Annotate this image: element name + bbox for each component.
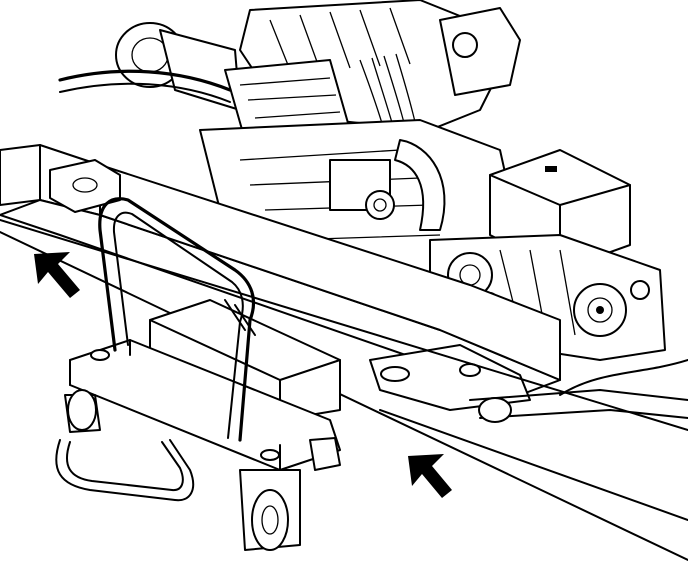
ignition-module bbox=[439, 7, 521, 96]
arrow-icon bbox=[408, 454, 452, 498]
engine-cradle-frame bbox=[0, 144, 688, 561]
dolly-handle[interactable] bbox=[98, 197, 256, 442]
support-pin bbox=[224, 299, 256, 336]
manifold-runners bbox=[269, 7, 411, 71]
arrow-icon bbox=[34, 252, 80, 298]
floor-line-top bbox=[0, 219, 688, 431]
pulley bbox=[365, 190, 395, 220]
tow-loop[interactable] bbox=[55, 439, 195, 502]
upper-left-lift-arrow bbox=[34, 252, 80, 298]
caster-right bbox=[309, 437, 341, 471]
deck-hole-left bbox=[90, 349, 110, 361]
box-tab bbox=[545, 166, 557, 172]
support-dolly bbox=[55, 197, 341, 551]
lower-center-lift-arrow bbox=[408, 454, 452, 498]
cradle-crossmember bbox=[369, 344, 531, 411]
air-intake-pipe bbox=[394, 139, 446, 231]
deck-hole-front bbox=[260, 449, 280, 461]
spark-plug-wires bbox=[359, 53, 426, 171]
arm-bushing bbox=[478, 397, 512, 423]
floor-line-bottom bbox=[0, 231, 688, 561]
upper-hose bbox=[58, 69, 232, 92]
lower-arm bbox=[469, 389, 688, 401]
